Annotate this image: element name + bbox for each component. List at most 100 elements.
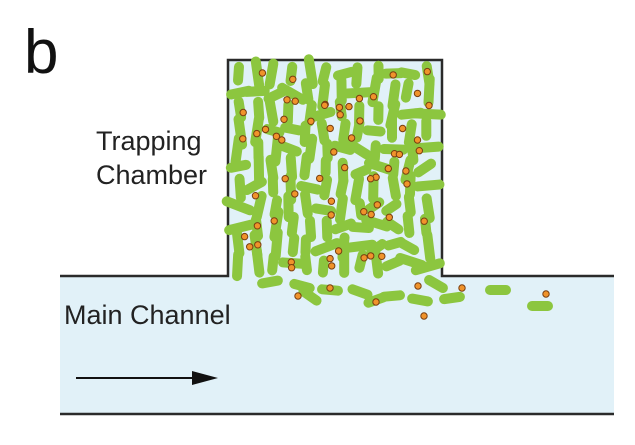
bacterium-icon bbox=[286, 211, 299, 238]
bacterium-icon bbox=[330, 218, 357, 235]
particle-icon bbox=[542, 290, 550, 298]
trapping-label-line2: Chamber bbox=[96, 160, 208, 190]
particle-icon bbox=[287, 264, 296, 272]
particle-icon bbox=[326, 254, 334, 263]
bacterium-icon bbox=[267, 173, 279, 198]
particle-icon bbox=[458, 284, 466, 292]
bacterium-icon bbox=[423, 74, 435, 108]
bacterium-icon bbox=[350, 173, 365, 206]
particle-icon bbox=[316, 174, 324, 183]
bacterium-icon bbox=[231, 226, 245, 259]
bacterium-icon bbox=[347, 284, 373, 300]
bacterium-icon bbox=[264, 96, 279, 127]
particle-icon bbox=[395, 150, 404, 159]
bacterium-icon bbox=[230, 133, 244, 167]
bacterium-icon bbox=[317, 62, 332, 87]
bacterium-icon bbox=[439, 291, 465, 305]
bacterium-icon bbox=[400, 78, 414, 103]
bacterium-icon bbox=[300, 251, 312, 276]
particle-icon bbox=[321, 101, 329, 110]
particle-icon bbox=[335, 103, 344, 112]
bacterium-icon bbox=[402, 211, 415, 238]
particle-icon bbox=[385, 213, 393, 222]
bacterium-icon bbox=[339, 246, 350, 278]
particle-icon bbox=[378, 252, 386, 260]
bacterium-icon bbox=[234, 173, 246, 203]
bacterium-icon bbox=[251, 244, 265, 278]
particle-icon bbox=[360, 208, 368, 216]
particle-icon bbox=[283, 96, 291, 104]
bacterium-icon bbox=[421, 115, 432, 141]
particle-icon bbox=[239, 135, 247, 143]
bacterium-icon bbox=[382, 216, 404, 235]
particle-icon bbox=[367, 252, 375, 260]
fluid-region bbox=[60, 60, 614, 414]
particle-icon bbox=[384, 164, 392, 173]
bacterium-icon bbox=[485, 285, 511, 295]
particle-icon bbox=[240, 232, 249, 241]
bacterium-icon bbox=[321, 215, 333, 243]
bacterium-icon bbox=[310, 238, 343, 257]
particle-icon bbox=[389, 71, 397, 79]
particle-icon bbox=[355, 94, 364, 103]
bacterium-icon bbox=[280, 122, 305, 136]
bacterium-icon bbox=[300, 234, 311, 258]
particle-icon bbox=[403, 180, 411, 188]
particle-icon bbox=[336, 111, 344, 119]
bacterium-icon bbox=[403, 191, 416, 218]
bacterium-icon bbox=[387, 172, 401, 201]
bacterium-icon bbox=[309, 106, 336, 122]
particle-icon bbox=[328, 262, 336, 270]
bacterium-icon bbox=[373, 101, 384, 125]
bacterium-icon bbox=[241, 85, 270, 97]
particle-icon bbox=[326, 284, 334, 292]
bacterium-icon bbox=[381, 198, 402, 216]
particle-icon bbox=[330, 148, 338, 156]
bacterium-icon bbox=[338, 118, 351, 145]
bacterium-icon bbox=[242, 176, 267, 196]
bacterium-icon bbox=[387, 113, 397, 143]
particle-icon bbox=[253, 129, 261, 138]
bacterium-icon bbox=[277, 82, 308, 105]
particle-icon bbox=[258, 69, 267, 77]
bacterium-icon bbox=[413, 158, 437, 178]
particle-icon bbox=[327, 211, 335, 219]
bacterium-icon bbox=[396, 67, 421, 81]
bacterium-icon bbox=[298, 286, 322, 306]
bacterium-icon bbox=[287, 233, 300, 258]
particle-icon bbox=[413, 89, 422, 98]
bacterium-icon bbox=[424, 275, 448, 293]
bacterium-icon bbox=[329, 140, 356, 155]
particle-icon bbox=[420, 312, 428, 320]
bacterium-icon bbox=[320, 155, 331, 178]
particle-icon bbox=[278, 136, 286, 144]
particle-icon bbox=[253, 222, 262, 230]
bacterium-icon bbox=[409, 108, 446, 120]
bacterium-icon bbox=[397, 238, 420, 256]
particle-icon bbox=[398, 124, 407, 133]
bacterium-icon bbox=[369, 140, 381, 164]
particle-icon bbox=[246, 243, 254, 251]
particle-icon bbox=[326, 124, 334, 133]
bacterium-icon bbox=[361, 215, 392, 232]
bacterium-icon bbox=[275, 140, 302, 157]
particle-icon bbox=[414, 282, 422, 290]
particle-icon bbox=[294, 292, 302, 300]
particle-icon bbox=[415, 147, 423, 155]
particle-icon bbox=[291, 190, 299, 198]
particle-icon bbox=[356, 117, 364, 125]
particle-icon bbox=[347, 134, 356, 142]
particle-icon bbox=[270, 217, 278, 225]
particle-icon bbox=[420, 217, 428, 225]
bacterium-icon bbox=[257, 275, 283, 289]
particle-icon bbox=[239, 108, 247, 117]
particle-icon bbox=[327, 197, 336, 205]
trapping-label-line1: Trapping bbox=[96, 126, 202, 156]
particle-icon bbox=[366, 175, 375, 183]
bacterium-icon bbox=[412, 179, 445, 192]
particle-icon bbox=[254, 241, 262, 249]
particle-icon bbox=[360, 254, 368, 262]
bacterium-icon bbox=[351, 62, 363, 89]
